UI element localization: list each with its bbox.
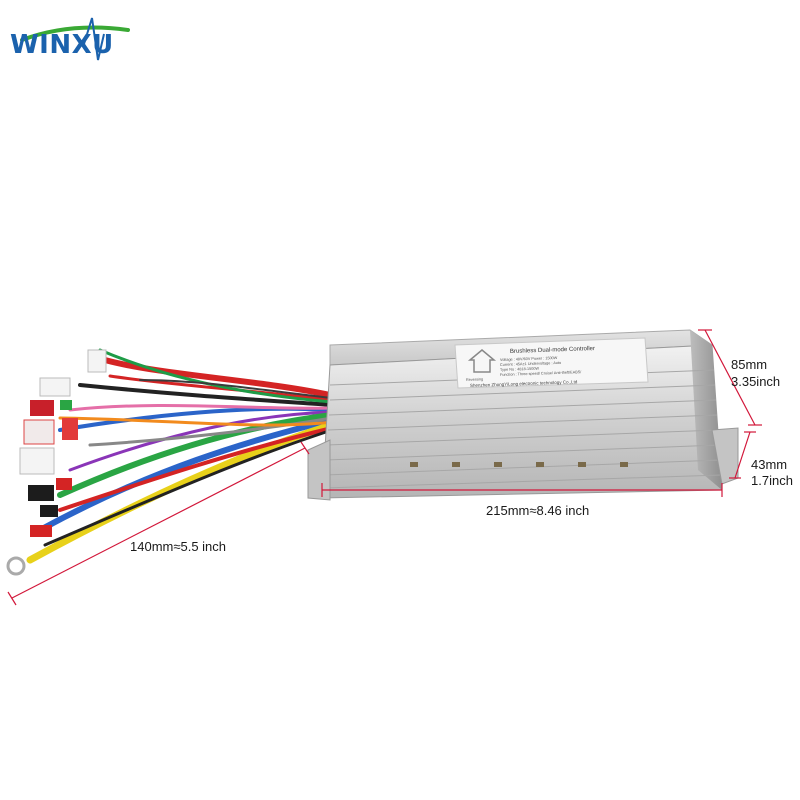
depth-dimension-mm: 43mm (751, 457, 788, 472)
product-label: Brushless Dual-mode Controller Voltage :… (454, 337, 649, 389)
label-line-1: Voltage : 48V/60V Power : 1500W (500, 356, 558, 362)
length-dimension: 215mm≈8.46 inch (486, 503, 590, 518)
label-line-3: Type No : 4818-1500W (500, 367, 540, 372)
label-line-2: Current : 45A±1 Undervoltage : Auto (500, 361, 561, 367)
label-manufacturer: Shenzhen ZhongYiLong electronic technolo… (470, 379, 578, 388)
label-line-4: Function : Three speed/ Cruise/ Anti-the… (500, 370, 582, 377)
label-line-5: Reversing (466, 377, 483, 382)
brand-logo: WINXU (10, 30, 114, 60)
wire-connectors (6, 349, 107, 576)
wire-harness (26, 348, 336, 564)
label-title: Brushless Dual-mode Controller (510, 346, 595, 355)
logo-swoosh-icon (20, 17, 130, 61)
height-dimension-mm: 85mm (731, 357, 768, 372)
house-icon (467, 349, 497, 373)
height-dimension-inch: 3.35inch (731, 374, 781, 389)
dimension-lines (7, 329, 762, 606)
cable-length-dimension: 140mm≈5.5 inch (130, 539, 227, 554)
depth-dimension-inch: 1.7inch (751, 473, 793, 488)
